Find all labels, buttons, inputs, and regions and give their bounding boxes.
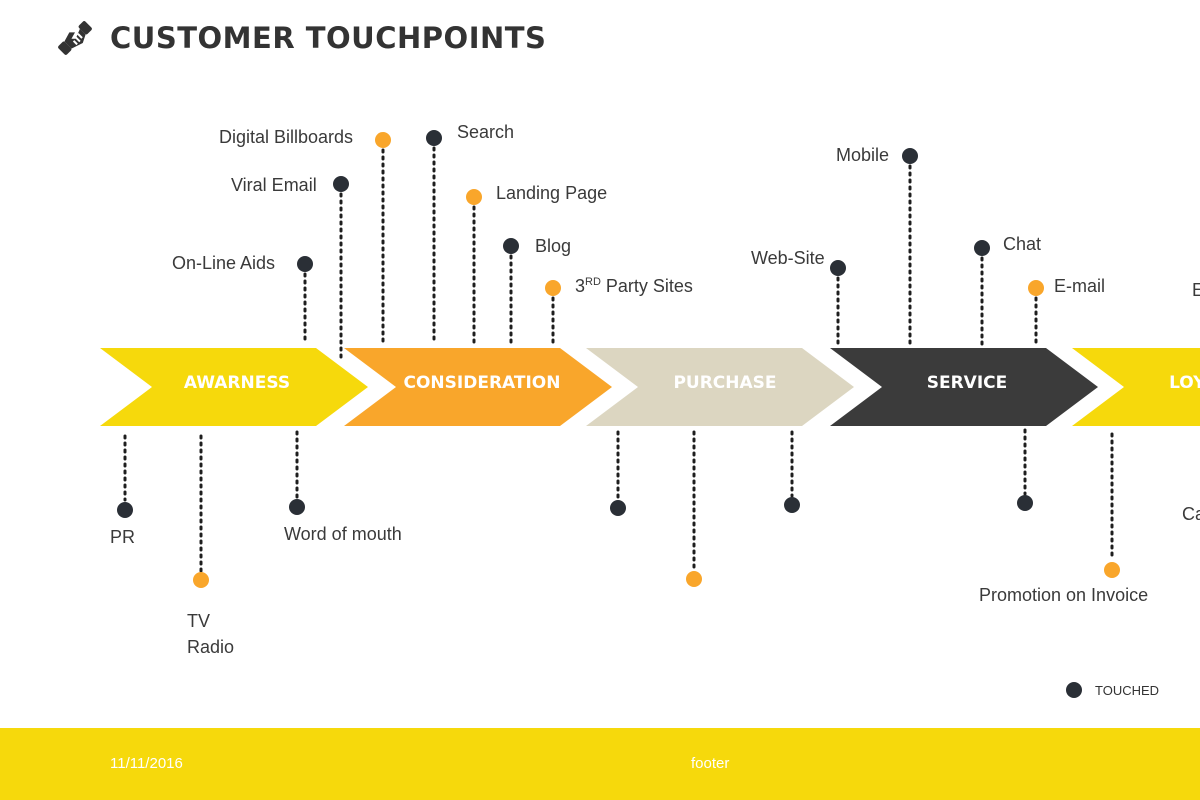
- label-third-party-sup: RD: [585, 276, 601, 288]
- dot-third-party: [545, 280, 561, 296]
- dot-website: [830, 260, 846, 276]
- stage-consideration-chevron: [344, 348, 612, 426]
- dot-service-below: [1017, 495, 1033, 511]
- label-cut-ca: Ca: [1182, 504, 1200, 524]
- title-area: CUSTOMER TOUCHPOINTS: [54, 16, 546, 60]
- page-title: CUSTOMER TOUCHPOINTS: [110, 21, 547, 55]
- label-word-of-mouth: Word of mouth: [284, 524, 402, 544]
- dot-landing-page: [466, 189, 482, 205]
- dot-purchase-2: [686, 571, 702, 587]
- label-chat: Chat: [1003, 234, 1042, 254]
- stage-awareness-label: AWARNESS: [183, 373, 291, 393]
- stage-awareness-chevron: [100, 348, 368, 426]
- dot-tv-radio: [193, 572, 209, 588]
- stage-service-label: SERVICE: [926, 373, 1008, 393]
- label-search: Search: [457, 122, 515, 142]
- footer-bar: 11/11/2016 footer: [0, 728, 1200, 800]
- label-digital-billboards: Digital Billboards: [219, 127, 354, 147]
- label-blog: Blog: [535, 236, 572, 256]
- label-third-party-sites: 3RD Party Sites: [575, 276, 693, 298]
- label-third-party-rest: Party Sites: [600, 276, 693, 296]
- dot-chat: [974, 240, 990, 256]
- label-landing-page: Landing Page: [496, 183, 608, 203]
- label-website: Web-Site: [751, 248, 825, 268]
- dot-promotion-invoice: [1104, 562, 1120, 578]
- stage-loyalty-chevron: [1072, 348, 1200, 426]
- legend-touched-dot: [1066, 682, 1082, 698]
- dot-purchase-3: [784, 497, 800, 513]
- journey-diagram: [100, 130, 1200, 588]
- dot-search: [426, 130, 442, 146]
- dot-digital-billboards: [375, 132, 391, 148]
- dot-word-of-mouth: [289, 499, 305, 515]
- dot-online-aids: [297, 256, 313, 272]
- label-promotion-on-invoice: Promotion on Invoice: [979, 585, 1149, 605]
- label-pr: PR: [110, 527, 136, 547]
- dot-viral-email: [333, 176, 349, 192]
- dot-purchase-1: [610, 500, 626, 516]
- label-cut-e: E: [1192, 280, 1200, 300]
- dot-pr: [117, 502, 133, 518]
- stage-loyalty-label: LOYALTY: [1169, 373, 1200, 393]
- legend-touched-label: TOUCHED: [1095, 682, 1160, 698]
- legend: TOUCHED: [1066, 682, 1159, 698]
- footer-date: 11/11/2016: [110, 755, 183, 772]
- stage-consideration-label: CONSIDERATION: [403, 373, 561, 393]
- stage-service-chevron: [830, 348, 1098, 426]
- label-online-aids: On-Line Aids: [172, 253, 276, 273]
- dot-blog: [503, 238, 519, 254]
- label-email: E-mail: [1054, 276, 1106, 296]
- handshake-icon: [58, 21, 92, 55]
- stage-purchase-label: PURCHASE: [673, 373, 777, 393]
- label-radio: Radio: [187, 637, 235, 657]
- footer-text: footer: [691, 755, 730, 772]
- label-viral-email: Viral Email: [231, 175, 317, 195]
- dot-email: [1028, 280, 1044, 296]
- label-third-party-num: 3: [575, 276, 586, 296]
- dot-mobile: [902, 148, 918, 164]
- label-tv: TV: [187, 611, 211, 631]
- stage-purchase-chevron: [586, 348, 854, 426]
- label-mobile: Mobile: [836, 145, 890, 165]
